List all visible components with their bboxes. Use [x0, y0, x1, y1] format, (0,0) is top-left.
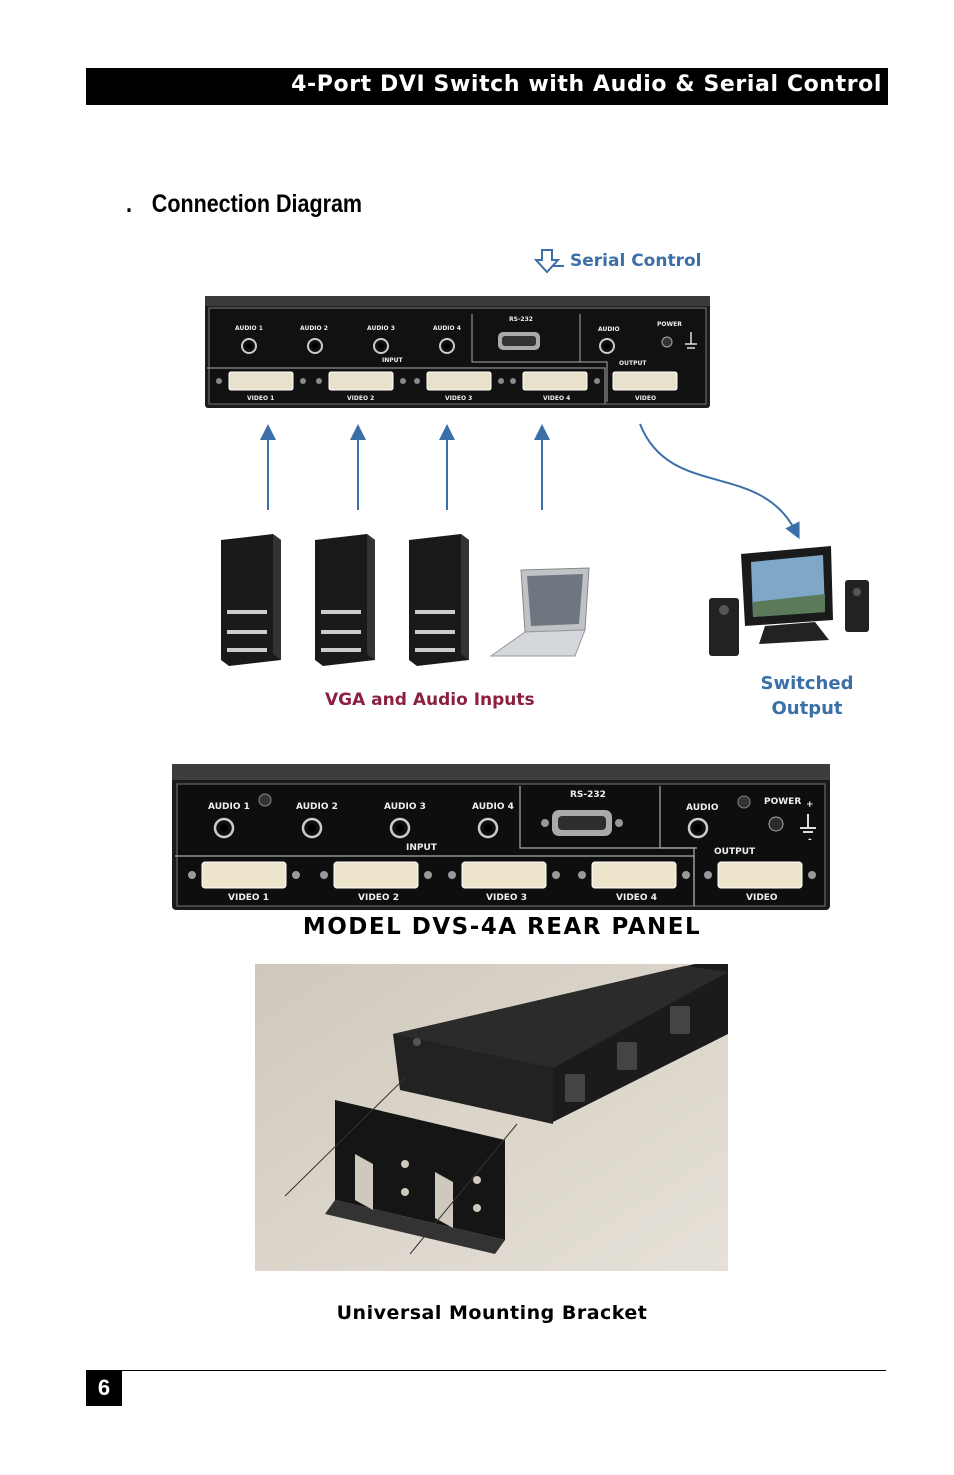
- diagram-audio2-label: AUDIO 2: [300, 325, 328, 332]
- diagram-video3-label: VIDEO 3: [445, 395, 472, 402]
- diagram-power-label: POWER: [657, 321, 682, 328]
- section-heading: . Connection Diagram: [126, 190, 362, 219]
- panel-video3-label: VIDEO 3: [486, 893, 527, 903]
- panel-output-label: OUTPUT: [714, 847, 756, 857]
- page-number: 6: [86, 1370, 122, 1406]
- mounting-bracket-photo: [255, 964, 728, 1271]
- panel-rs232-label: RS-232: [570, 790, 606, 800]
- bracket-caption: Universal Mounting Bracket: [336, 1302, 648, 1324]
- panel-audio2-label: AUDIO 2: [296, 802, 338, 812]
- panel-minus-label: -: [808, 835, 812, 845]
- diagram-audio3-label: AUDIO 3: [367, 325, 395, 332]
- connection-arrows: [260, 423, 800, 540]
- monitor-output-illustration: [709, 546, 869, 656]
- panel-audio3-label: AUDIO 3: [384, 802, 426, 812]
- tower-computer-icon: [315, 534, 375, 666]
- rear-panel-photo: AUDIO 1 AUDIO 2 AUDIO 3 AUDIO 4 INPUT RS…: [172, 764, 830, 910]
- serial-control-text: Serial Control: [570, 251, 702, 271]
- inputs-label: VGA and Audio Inputs: [325, 690, 535, 710]
- diagram-rs232-label: RS-232: [509, 316, 533, 323]
- ground-icon: [800, 814, 816, 833]
- ground-icon: [685, 332, 697, 349]
- computers-illustration: [221, 534, 590, 666]
- laptop-icon: [489, 567, 590, 657]
- diagram-audio4-label: AUDIO 4: [433, 325, 461, 332]
- switched-output-line1: Switched: [760, 673, 854, 694]
- diagram-input-label: INPUT: [382, 357, 404, 364]
- tower-computer-icon: [221, 534, 281, 666]
- diagram-audio1-label: AUDIO 1: [235, 325, 263, 332]
- diagram-video2-label: VIDEO 2: [347, 395, 374, 402]
- heading-bullet: .: [126, 190, 132, 218]
- switched-output-label: Switched Output: [752, 671, 862, 721]
- speaker-icon: [709, 598, 739, 656]
- diagram-video1-label: VIDEO 1: [247, 395, 274, 402]
- serial-control-label: Serial Control: [532, 248, 701, 274]
- panel-video4-label: VIDEO 4: [616, 893, 657, 903]
- heading-text: Connection Diagram: [151, 190, 363, 218]
- panel-output-audio-label: AUDIO: [686, 803, 719, 813]
- footer-rule: [86, 1370, 886, 1371]
- panel-audio1-label: AUDIO 1: [208, 802, 250, 812]
- panel-power-label: POWER: [764, 797, 801, 807]
- diagram-output-video-label: VIDEO: [635, 395, 656, 402]
- speaker-icon: [845, 580, 869, 632]
- rear-panel-caption: MODEL DVS-4A REAR PANEL: [302, 914, 702, 940]
- panel-video1-label: VIDEO 1: [228, 893, 269, 903]
- tower-computer-icon: [409, 534, 469, 666]
- diagram-output-audio-label: AUDIO: [598, 326, 620, 333]
- panel-audio4-label: AUDIO 4: [472, 802, 514, 812]
- diagram-video4-label: VIDEO 4: [543, 395, 570, 402]
- header-bar: 4-Port DVI Switch with Audio & Serial Co…: [86, 68, 888, 105]
- panel-input-label: INPUT: [406, 843, 438, 853]
- down-arrow-icon: [533, 249, 564, 274]
- arrow-output: [639, 423, 800, 540]
- monitor-icon: [741, 546, 833, 644]
- panel-video2-label: VIDEO 2: [358, 893, 399, 903]
- diagram-output-label: OUTPUT: [619, 360, 647, 367]
- panel-plus-label: +: [806, 800, 814, 810]
- diagram-rear-panel: AUDIO 1 AUDIO 2 AUDIO 3 AUDIO 4 INPUT RS…: [205, 296, 710, 408]
- panel-output-video-label: VIDEO: [746, 893, 778, 903]
- document-title: 4-Port DVI Switch with Audio & Serial Co…: [291, 72, 882, 97]
- switched-output-line2: Output: [771, 698, 843, 719]
